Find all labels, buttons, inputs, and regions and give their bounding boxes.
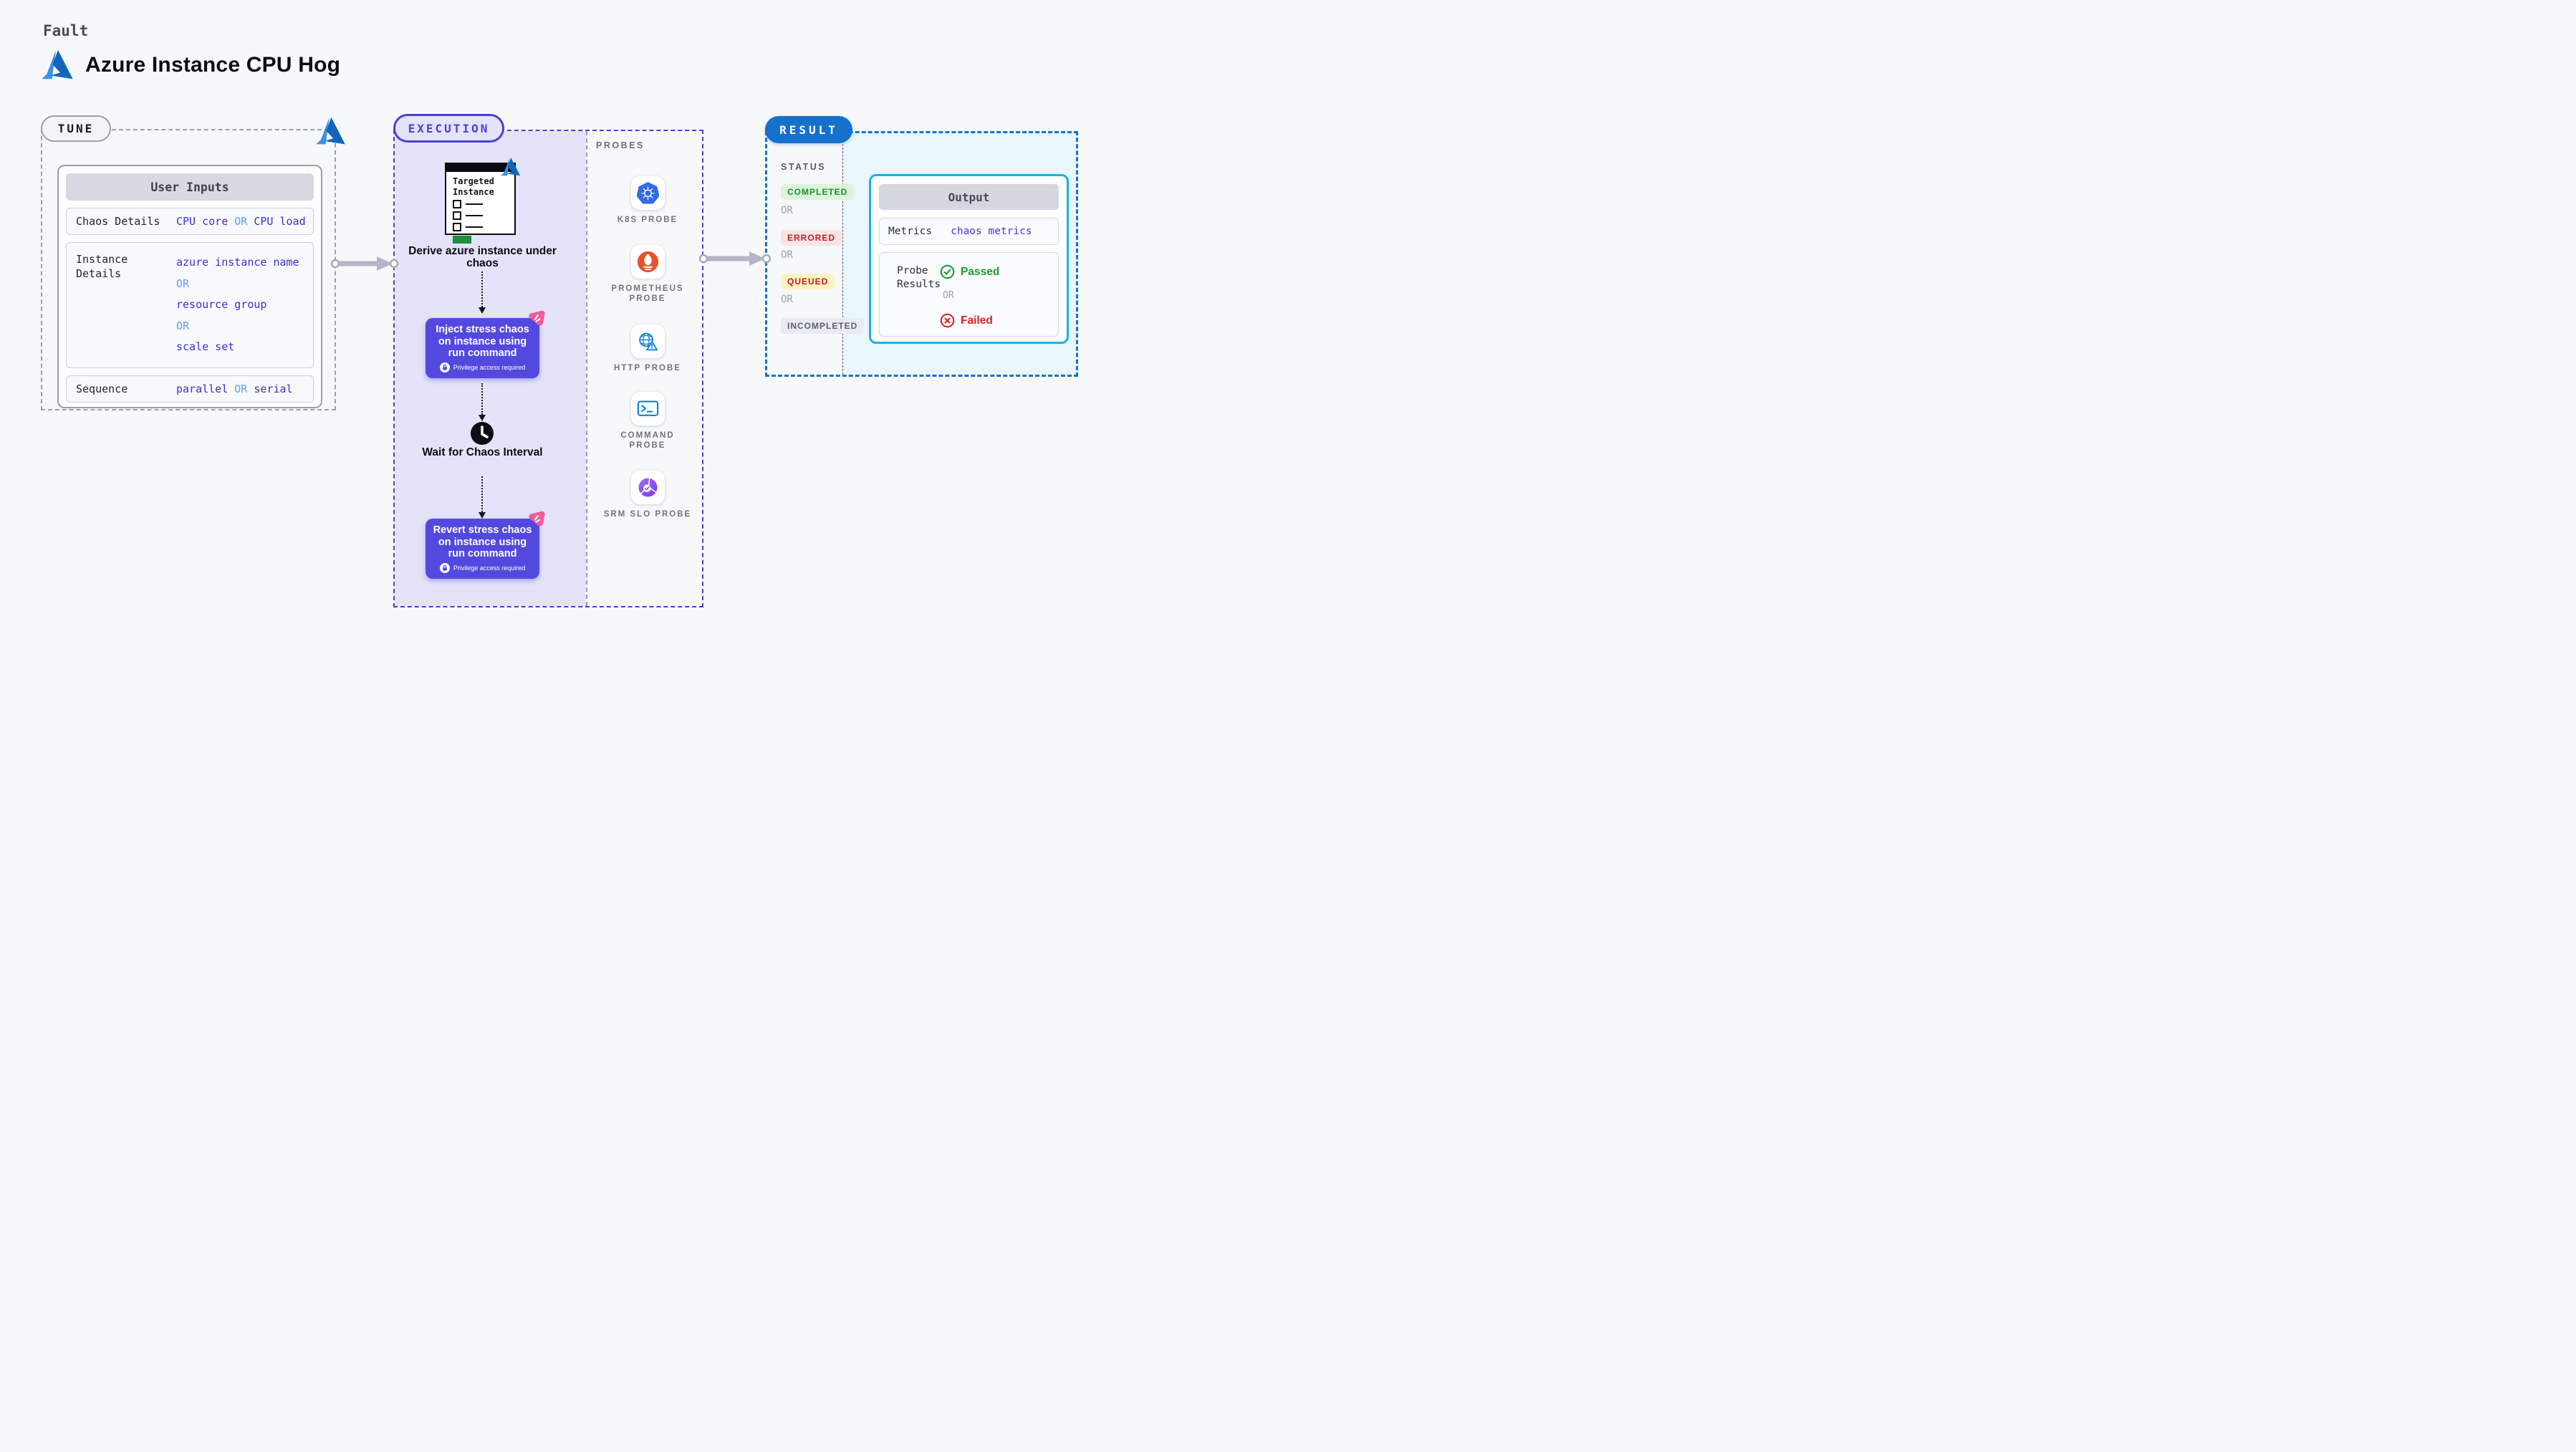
instance-details-values: azure instance name OR resource group OR… xyxy=(176,252,299,358)
probes-divider xyxy=(586,131,587,606)
user-inputs-card: User Inputs Chaos Details CPU core OR CP… xyxy=(57,165,322,408)
derive-instance-label: Derive azure instance under chaos xyxy=(408,245,557,269)
diagram-canvas: Fault Azure Instance CPU Hog TUNE User I… xyxy=(0,0,1116,629)
output-card: Output Metrics chaos metrics Probe Resul… xyxy=(869,174,1069,344)
result-divider xyxy=(842,133,843,375)
result-section-box: STATUS COMPLETED OR ERRORED OR QUEUED OR… xyxy=(765,131,1078,377)
probes-title: PROBES xyxy=(596,140,645,150)
sequence-row: Sequence parallel OR serial xyxy=(66,375,314,403)
flow-arrow-execution-to-result xyxy=(698,251,772,266)
instance-value: resource group xyxy=(176,298,267,311)
clock-icon xyxy=(471,422,494,445)
lock-icon xyxy=(439,562,450,573)
revert-chaos-node: Revert stress chaos on instance using ru… xyxy=(426,519,539,579)
execution-section-box: Targeted Instance Derive azure instance … xyxy=(393,130,703,607)
http-globe-icon xyxy=(630,324,665,358)
probe-item-command: COMMAND PROBE xyxy=(601,392,694,451)
probe-item-prometheus: PROMETHEUS PROBE xyxy=(601,245,694,304)
terminal-icon xyxy=(630,392,665,425)
checkbox-row xyxy=(453,211,514,220)
probe-results-label: Probe Results xyxy=(897,265,941,290)
x-circle-icon xyxy=(940,313,955,328)
window-titlebar xyxy=(446,164,514,172)
down-arrow xyxy=(478,271,486,314)
privilege-note: Privilege access required xyxy=(426,362,539,372)
revert-chaos-label: Revert stress chaos on instance using ru… xyxy=(433,524,532,559)
status-badge-queued: QUEUED xyxy=(781,274,835,289)
output-header: Output xyxy=(879,184,1059,210)
probe-label: COMMAND PROBE xyxy=(620,431,675,450)
chaos-details-value: CPU core OR CPU load xyxy=(176,215,306,228)
fault-eyebrow-label: Fault xyxy=(43,22,89,39)
tune-section-box: User Inputs Chaos Details CPU core OR CP… xyxy=(41,129,336,410)
progress-bar xyxy=(453,236,471,244)
instance-details-row: Instance Details azure instance name OR … xyxy=(66,242,314,368)
chaos-details-row: Chaos Details CPU core OR CPU load xyxy=(66,208,314,235)
probe-passed-status: Passed xyxy=(940,264,999,279)
probe-label: HTTP PROBE xyxy=(614,364,681,372)
probe-label: K8S PROBE xyxy=(617,216,678,224)
metrics-row: Metrics chaos metrics xyxy=(879,218,1059,245)
or-separator: OR xyxy=(781,205,793,216)
inject-chaos-label: Inject stress chaos on instance using ru… xyxy=(436,324,529,359)
or-separator: OR xyxy=(943,290,954,301)
wait-interval-label: Wait for Chaos Interval xyxy=(422,446,543,458)
down-arrow xyxy=(478,476,486,519)
or-separator: OR xyxy=(781,294,793,305)
litmus-chaos-icon xyxy=(529,511,545,527)
srm-slo-icon xyxy=(630,471,665,504)
lock-icon xyxy=(439,362,450,372)
instance-value: scale set xyxy=(176,340,235,353)
flow-arrow-tune-to-execution xyxy=(330,256,399,271)
status-title: STATUS xyxy=(781,162,827,172)
or-separator: OR xyxy=(176,277,190,290)
result-badge: RESULT xyxy=(765,116,852,143)
probe-label: SRM SLO PROBE xyxy=(603,510,692,519)
probe-item-srm-slo: SRM SLO PROBE xyxy=(601,471,694,519)
user-inputs-header: User Inputs xyxy=(66,173,314,201)
checkbox-row xyxy=(453,223,514,231)
page-title: Azure Instance CPU Hog xyxy=(85,53,341,77)
probe-results-row: Probe Results Passed OR Failed xyxy=(879,252,1059,337)
down-arrow xyxy=(478,383,486,421)
window-title-line1: Targeted xyxy=(453,176,494,186)
metrics-value: chaos metrics xyxy=(951,226,1032,237)
prometheus-icon xyxy=(630,245,665,279)
azure-logo-icon xyxy=(42,49,73,80)
kubernetes-icon xyxy=(630,176,665,210)
targeted-instance-window-icon: Targeted Instance xyxy=(445,163,516,244)
tune-badge: TUNE xyxy=(41,115,111,142)
privilege-note: Privilege access required xyxy=(426,562,539,573)
or-separator: OR xyxy=(176,319,190,332)
window-title-line2: Instance xyxy=(453,186,494,197)
execution-badge: EXECUTION xyxy=(393,114,504,143)
metrics-label: Metrics xyxy=(888,226,933,237)
sequence-label: Sequence xyxy=(76,383,128,395)
instance-value: azure instance name xyxy=(176,256,299,269)
probe-item-http: HTTP PROBE xyxy=(601,324,694,373)
status-badge-errored: ERRORED xyxy=(781,230,842,246)
or-separator: OR xyxy=(781,249,793,261)
status-badge-completed: COMPLETED xyxy=(781,184,855,200)
check-circle-icon xyxy=(940,264,955,279)
instance-details-label: Instance Details xyxy=(76,253,128,280)
checkbox-row xyxy=(453,200,514,208)
sequence-value: parallel OR serial xyxy=(176,383,293,395)
inject-chaos-node: Inject stress chaos on instance using ru… xyxy=(426,318,539,378)
litmus-chaos-icon xyxy=(529,310,545,326)
probe-label: PROMETHEUS PROBE xyxy=(611,284,684,303)
azure-logo-icon xyxy=(316,117,345,145)
status-badge-incompleted: INCOMPLETED xyxy=(781,318,865,334)
probe-item-k8s: K8S PROBE xyxy=(601,176,694,225)
chaos-details-label: Chaos Details xyxy=(76,215,160,228)
azure-logo-icon xyxy=(501,158,521,176)
probe-failed-status: Failed xyxy=(940,313,993,328)
